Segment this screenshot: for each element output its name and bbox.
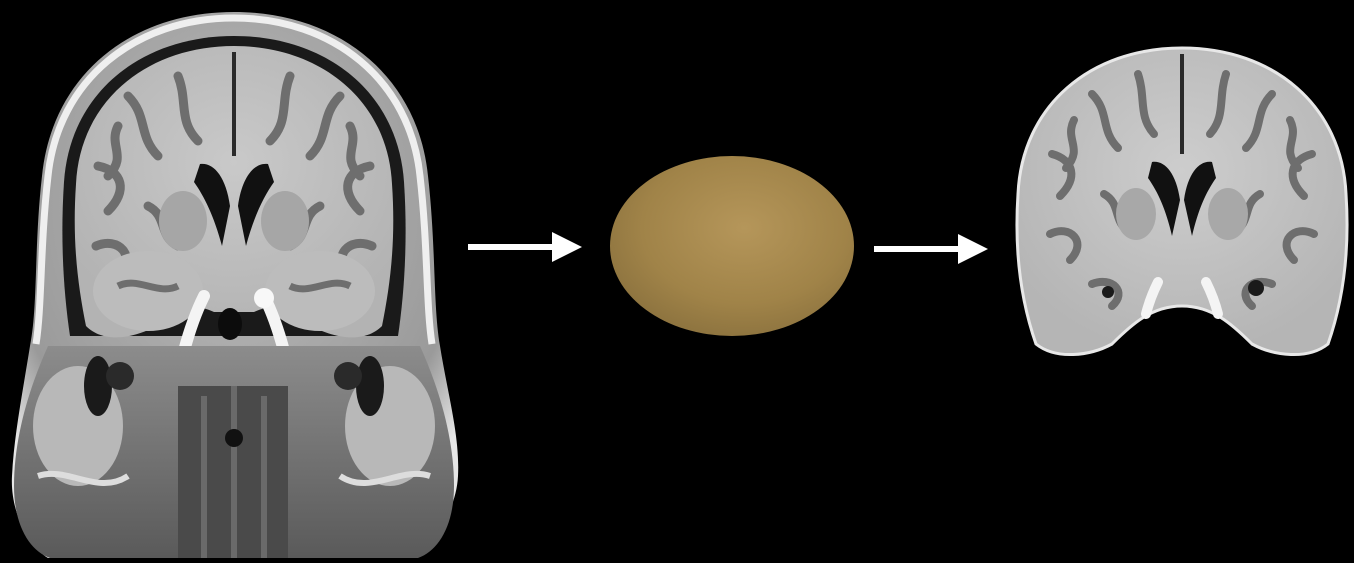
mri-brain-extracted-slice-icon <box>1012 44 1352 364</box>
deformable-ellipsoid-surface-icon <box>604 150 860 342</box>
arrow-right-icon <box>872 228 992 272</box>
mri-head-coronal-slice-icon <box>8 6 460 558</box>
arrow-right-icon <box>466 226 586 270</box>
